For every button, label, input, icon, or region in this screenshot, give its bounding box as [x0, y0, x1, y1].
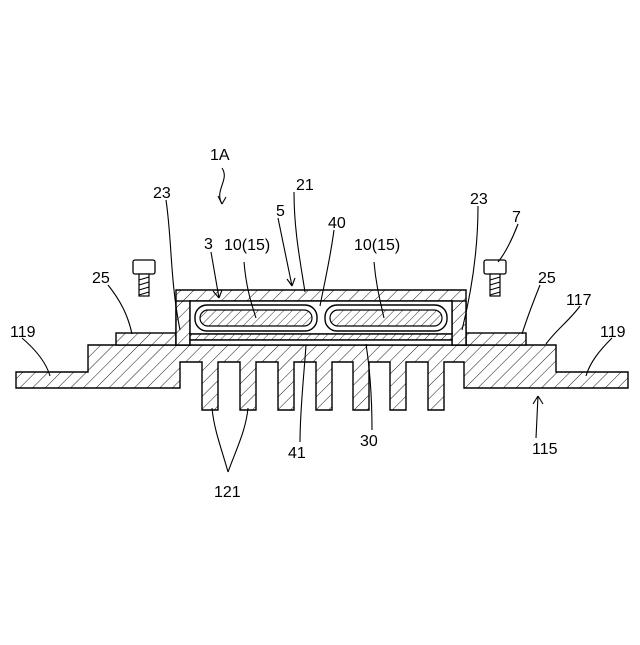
label-30: 30 — [360, 433, 378, 450]
label-23-left: 23 — [153, 185, 171, 202]
label-21: 21 — [296, 177, 314, 194]
cell-right-inner — [330, 310, 442, 326]
label-119-right: 119 — [600, 324, 626, 341]
label-1a: 1A — [210, 147, 230, 164]
bolt-right — [484, 260, 506, 296]
base-layer — [190, 340, 452, 345]
label-23-right: 23 — [470, 191, 488, 208]
heat-sink-base — [16, 345, 628, 410]
label-117: 117 — [566, 292, 592, 309]
insulating-layer — [190, 334, 452, 340]
flange-left — [116, 333, 176, 345]
bolt-left — [133, 260, 155, 296]
label-3: 3 — [204, 236, 213, 253]
label-41: 41 — [288, 445, 306, 462]
flange-right — [466, 333, 526, 345]
cover-inner-left — [176, 301, 190, 345]
label-10-15-right: 10(15) — [354, 237, 400, 254]
label-115: 115 — [532, 441, 558, 458]
label-121: 121 — [214, 484, 241, 501]
label-7: 7 — [512, 209, 521, 226]
label-25-right: 25 — [538, 270, 556, 287]
label-10-15-left: 10(15) — [224, 237, 270, 254]
label-119-left: 119 — [10, 324, 36, 341]
label-40: 40 — [328, 215, 346, 232]
label-25-left: 25 — [92, 270, 110, 287]
label-5: 5 — [276, 203, 285, 220]
